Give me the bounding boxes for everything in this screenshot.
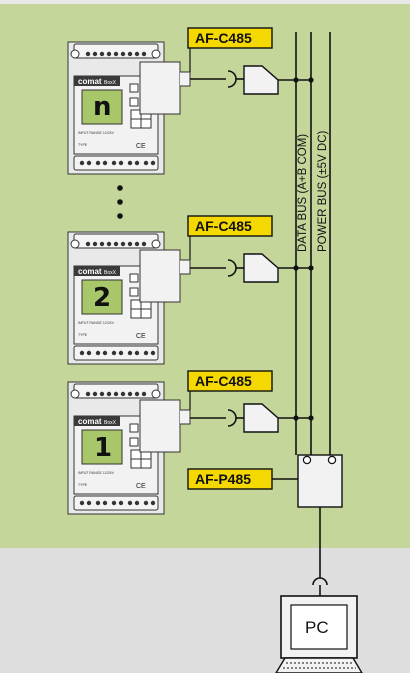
svg-text:TYPE: TYPE <box>78 333 88 337</box>
module-ce-mark: CE <box>136 143 146 150</box>
converter-label: AF-C485 <box>195 373 252 389</box>
pc-label: PC <box>305 618 329 637</box>
bus-labels: DATA BUS (A+B COM) POWER BUS (±5V DC) <box>297 131 329 252</box>
module-screen-number: n <box>93 92 112 122</box>
module-brand-sub: BoxX <box>104 80 117 86</box>
svg-text:INPUT RANGE 12/24V: INPUT RANGE 12/24V <box>78 471 115 475</box>
module-ce-mark: CE <box>136 483 146 490</box>
data-bus-label: DATA BUS (A+B COM) <box>297 134 309 252</box>
module-brand: comat <box>78 417 102 426</box>
svg-text:TYPE: TYPE <box>78 143 88 147</box>
converter-label-box <box>187 215 273 237</box>
bus-lines <box>295 32 331 455</box>
connector-plug-icon <box>227 70 237 88</box>
pc: PC <box>275 577 363 673</box>
plc-module-2: comat BoxX 2 INPUT RANGE 12/24V TYPE CE <box>67 215 314 365</box>
svg-text:TYPE: TYPE <box>78 483 88 487</box>
connector-plug-icon <box>227 409 237 427</box>
module-brand-sub: BoxX <box>104 420 117 426</box>
plc-module-n: comat BoxX n INPUT RANGE 12/24V TYPE CE <box>67 27 314 175</box>
module-screen-number: 1 <box>94 433 112 463</box>
module-brand-sub: BoxX <box>104 270 117 276</box>
converter-label: AF-C485 <box>195 30 252 46</box>
power-bus-label: POWER BUS (±5V DC) <box>317 131 329 252</box>
svg-text:INPUT RANGE 12/24V: INPUT RANGE 12/24V <box>78 131 115 135</box>
module-brand: comat <box>78 267 102 276</box>
svg-text:INPUT RANGE 12/24V: INPUT RANGE 12/24V <box>78 321 115 325</box>
connector-plug-icon <box>312 577 328 586</box>
rs485-converter-icon <box>243 253 279 283</box>
power-module: AF-P485 <box>187 454 343 578</box>
plc-module-1: comat BoxX 1 INPUT RANGE 12/24V TYPE CE <box>67 370 314 515</box>
power-module-label: AF-P485 <box>195 471 251 487</box>
rs485-converter-icon <box>243 65 279 95</box>
converter-label-box <box>187 27 273 49</box>
module-ce-mark: CE <box>136 333 146 340</box>
converter-label: AF-C485 <box>195 218 252 234</box>
rs485-converter-icon <box>243 403 279 433</box>
module-screen-number: 2 <box>93 283 111 313</box>
connector-plug-icon <box>227 259 237 277</box>
ellipsis-dots <box>117 185 123 219</box>
converter-label-box <box>187 370 273 392</box>
keyboard-icon <box>275 657 363 673</box>
module-brand: comat <box>78 77 102 86</box>
